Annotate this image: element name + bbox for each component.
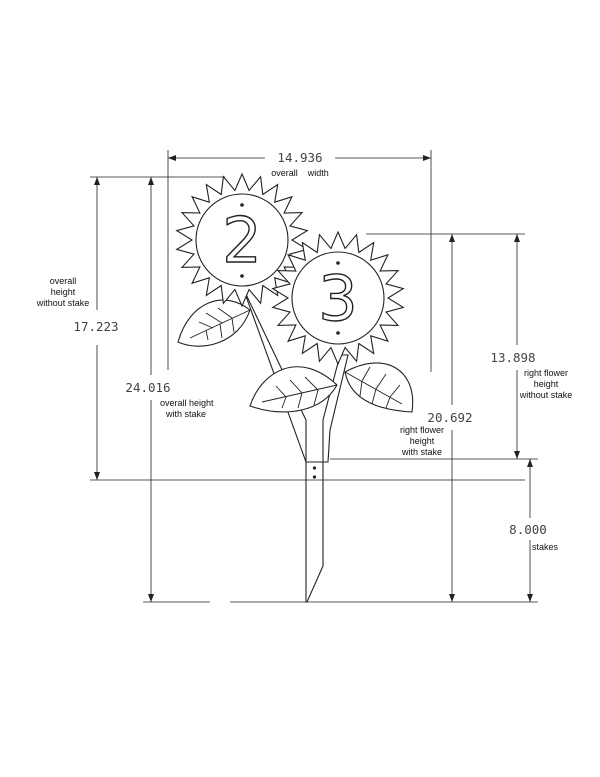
right-flower-without-stake-value: 13.898 [490, 350, 535, 365]
height-with-stake-label: overall height [160, 398, 214, 408]
height-without-stake-label: overall [50, 276, 77, 286]
stake-hole-bottom [312, 475, 317, 479]
overall-width-value: 14.936 [277, 150, 322, 165]
height-without-stake-label: height [51, 287, 76, 297]
leaf-lower-right [344, 362, 414, 413]
right-flower-without-stake-label: right flower [524, 368, 568, 378]
height-with-stake-label: with stake [165, 409, 206, 419]
leaf-upper-left [177, 299, 251, 347]
sunflower-left: 2 [175, 172, 309, 308]
right-flower-with-stake-label: height [410, 436, 435, 446]
height-with-stake-value: 24.016 [125, 380, 170, 395]
leaf-lower-left [249, 366, 338, 413]
sunflower-right: 3 [271, 230, 405, 366]
right-flower-with-stake-label: right flower [400, 425, 444, 435]
mount-hole [240, 274, 244, 278]
right-flower-without-stake-label: height [534, 379, 559, 389]
right-flower-with-stake-label: with stake [401, 447, 442, 457]
dimension-lines [90, 150, 538, 603]
stake-hole-top [312, 466, 317, 470]
mount-hole [240, 203, 244, 207]
stake [305, 461, 324, 603]
house-number-2: 2 [222, 204, 261, 277]
height-without-stake-label: without stake [36, 298, 90, 308]
right-flower-with-stake-value: 20.692 [427, 410, 472, 425]
overall-width-label: overall width [271, 168, 329, 178]
stakes-label: stakes [532, 542, 559, 552]
stakes-value: 8.000 [509, 522, 547, 537]
mount-hole [336, 261, 340, 265]
house-number-3: 3 [318, 262, 357, 335]
sunflower-sign-artwork: 2 3 [175, 172, 414, 603]
dimension-text: 14.936 overall width overall height with… [36, 150, 573, 552]
height-without-stake-value: 17.223 [73, 319, 118, 334]
right-flower-without-stake-label: without stake [519, 390, 573, 400]
mount-hole [336, 331, 340, 335]
